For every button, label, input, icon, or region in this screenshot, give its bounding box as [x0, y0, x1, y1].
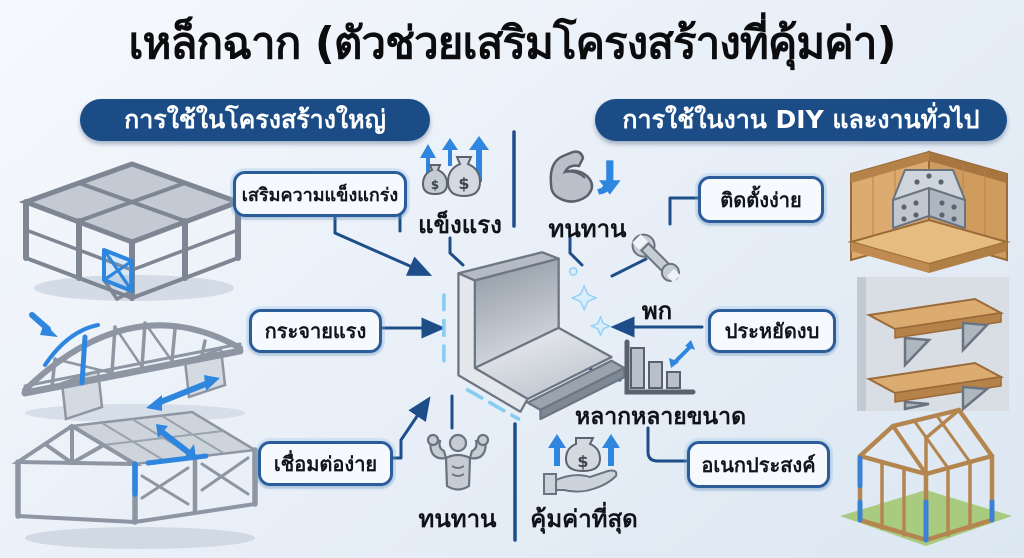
blue-brace-highlight — [102, 248, 134, 293]
connector-install-to-wrench — [668, 196, 699, 226]
feature-durable-bottom: ทนทาน — [405, 432, 510, 538]
label-strengthen: เสริมความแข็งแกร่ง — [233, 171, 407, 217]
steel-warehouse-frame-illustration — [11, 410, 259, 549]
section-header-diy: การใช้ในงาน DIY และงานทั่วไป — [595, 99, 1007, 141]
muscle-arm-up-arrow-icon — [549, 150, 621, 203]
corner-bracket-icon — [892, 169, 966, 229]
wooden-shed-frame-illustration — [840, 407, 1012, 546]
feature-portable: พก — [612, 228, 702, 330]
shelf-with-brackets — [865, 297, 1005, 369]
svg-text:$: $ — [577, 452, 588, 471]
label-easy-connect: เชื่อมต่อง่าย — [258, 441, 393, 486]
hand-holding-money-icon: $ — [543, 434, 620, 495]
label-save-budget: ประหยัดงบ — [708, 309, 836, 353]
flexing-man-icon — [426, 433, 489, 491]
section-header-structures: การใช้ในโครงสร้างใหญ่ — [80, 99, 430, 141]
svg-text:$: $ — [458, 174, 469, 193]
caption-best-value: คุ้มค่าที่สุด — [530, 505, 638, 533]
caption-portable: พก — [641, 297, 673, 325]
wall-shelves-illustration — [857, 277, 1009, 411]
feature-strong: $ $ แข็งแรง — [405, 136, 515, 244]
angle-steel-profile-illustration — [442, 251, 626, 421]
shelf-with-brackets — [865, 361, 1005, 411]
page-title: เหล็กฉาก (ตัวช่วยเสริมโครงสร้างที่คุ้มค่… — [128, 18, 896, 69]
caption-strong: แข็งแรง — [418, 211, 502, 239]
svg-text:$: $ — [431, 178, 439, 192]
caption-durable-top: ทนทาน — [548, 215, 627, 243]
bar-chart-resize-icon — [624, 339, 695, 395]
sparkle-icon — [568, 267, 612, 337]
caption-durable-bottom: ทนทาน — [418, 505, 497, 533]
caption-many-sizes: หลากหลายขนาด — [574, 404, 747, 430]
blue-load-marks — [132, 424, 209, 497]
corner-bracket-on-wood-illustration — [847, 150, 1011, 273]
feature-durable-top: ทนทาน — [535, 146, 640, 248]
feature-many-sizes: หลากหลายขนาด — [568, 338, 753, 435]
blue-corner-posts — [857, 455, 995, 543]
feature-best-value: $ คุ้มค่าที่สุด — [528, 430, 640, 538]
label-easy-install: ติดตั้งง่าย — [698, 176, 824, 223]
money-bags-up-arrows-icon: $ $ — [420, 136, 489, 198]
label-distribute-force: กระจายแรง — [249, 309, 382, 353]
label-multipurpose: อเนกประสงค์ — [687, 441, 830, 488]
blue-force-marks — [29, 312, 220, 411]
wrench-icon — [631, 233, 681, 283]
steel-building-frame-illustration — [18, 161, 246, 301]
